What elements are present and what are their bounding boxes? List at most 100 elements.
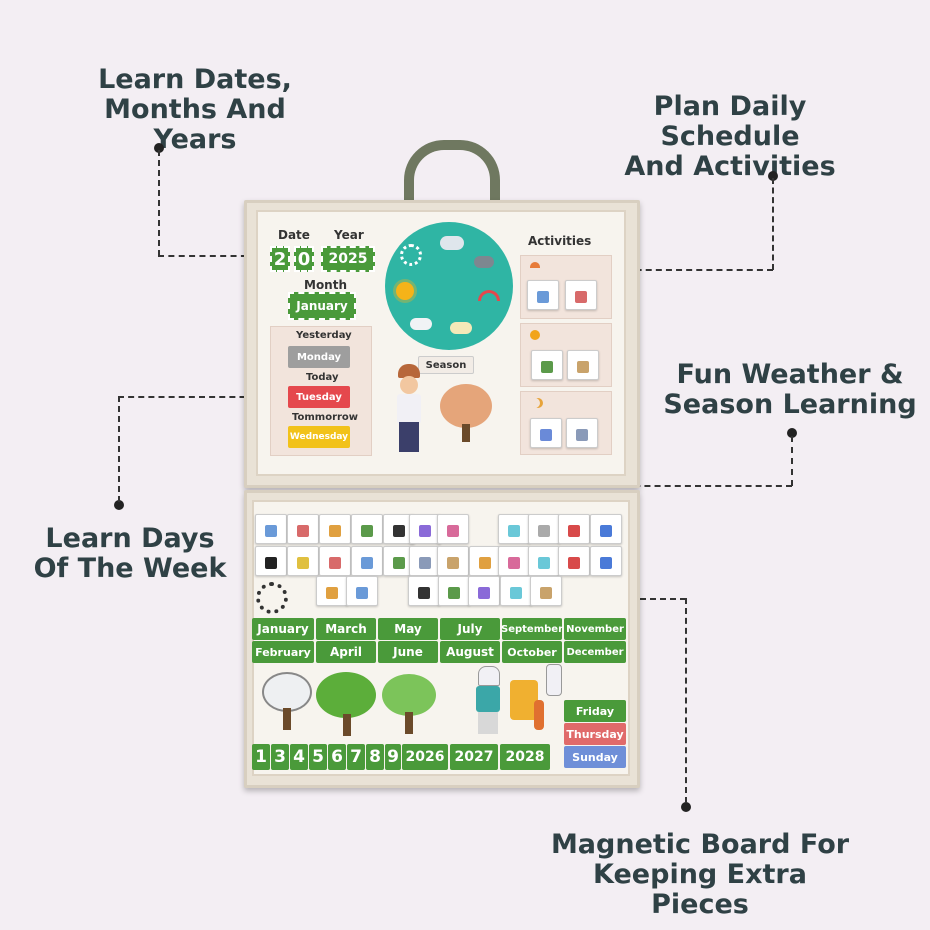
raincoat-piece[interactable] [510, 680, 538, 720]
callout-dates-line [158, 150, 160, 256]
extra-card[interactable] [346, 576, 378, 606]
extra-card[interactable] [438, 576, 470, 606]
callout-weather-line [791, 436, 793, 486]
digit-tile[interactable]: 5 [309, 744, 327, 770]
tomorrow-label: Tommorrow [292, 412, 359, 423]
month-tile[interactable]: January [288, 292, 356, 320]
digit-tile[interactable]: 9 [385, 744, 401, 770]
extra-card[interactable] [319, 514, 351, 544]
callout-dates: Learn Dates, Months And Years [98, 64, 292, 155]
callout-schedule-line [772, 178, 774, 270]
activity-card-morning-1[interactable] [527, 280, 559, 310]
moon-icon [530, 398, 540, 408]
month-tile-bottom[interactable]: February [252, 641, 314, 663]
extra-card[interactable] [498, 546, 530, 576]
month-tile-bottom[interactable]: October [502, 641, 562, 663]
extra-card[interactable] [468, 576, 500, 606]
extra-card[interactable] [351, 546, 383, 576]
month-tile-bottom[interactable]: May [378, 618, 438, 640]
digit-tile[interactable]: 6 [328, 744, 346, 770]
yesterday-label: Yesterday [296, 330, 352, 341]
extra-card[interactable] [528, 514, 560, 544]
activity-card-night-2[interactable] [566, 418, 598, 448]
callout-days: Learn Days Of The Week [33, 523, 227, 584]
activity-card-afternoon-1[interactable] [531, 350, 563, 380]
extra-card[interactable] [255, 514, 287, 544]
extra-card[interactable] [383, 546, 415, 576]
month-tile-bottom[interactable]: July [440, 618, 500, 640]
extra-card[interactable] [500, 576, 532, 606]
callout-days-dot [114, 500, 124, 510]
month-tile-bottom[interactable]: April [316, 641, 376, 663]
activities-label: Activities [528, 234, 592, 248]
month-label: Month [304, 278, 348, 292]
wind-icon [400, 244, 422, 266]
umbrella-piece[interactable] [534, 700, 544, 730]
rain-cloud-icon [410, 318, 432, 330]
extra-card[interactable] [287, 546, 319, 576]
extra-card[interactable] [316, 576, 348, 606]
month-tile-bottom[interactable]: December [564, 641, 626, 663]
year-tile[interactable]: 2025 [321, 246, 375, 272]
digit-tile[interactable]: 7 [347, 744, 365, 770]
digit-tile[interactable]: 1 [252, 744, 270, 770]
summer-tree-trunk [343, 714, 351, 736]
spring-tree-image [382, 674, 436, 716]
extra-card[interactable] [530, 576, 562, 606]
callout-weather-line-h [513, 485, 792, 487]
date-digit-2[interactable]: 0 [294, 246, 314, 272]
extra-card[interactable] [558, 546, 590, 576]
year-label: Year [334, 228, 364, 242]
day-tile-sunday[interactable]: Sunday [564, 746, 626, 768]
extra-card[interactable] [437, 546, 469, 576]
tomorrow-tile[interactable]: Wednesday [288, 426, 350, 448]
digit-tile[interactable]: 8 [366, 744, 384, 770]
extra-card[interactable] [469, 546, 501, 576]
month-tile-bottom[interactable]: June [378, 641, 438, 663]
month-tile-bottom[interactable]: August [440, 641, 500, 663]
year-tile-bottom[interactable]: 2028 [500, 744, 550, 770]
child-figure [395, 364, 423, 454]
month-tile-bottom[interactable]: January [252, 618, 314, 640]
extra-card[interactable] [409, 514, 441, 544]
year-tile-bottom[interactable]: 2027 [450, 744, 498, 770]
year-tile-bottom[interactable]: 2026 [402, 744, 448, 770]
extra-card[interactable] [437, 514, 469, 544]
extra-card[interactable] [590, 546, 622, 576]
winter-tree-image [262, 672, 312, 712]
extra-card[interactable] [351, 514, 383, 544]
autumn-tree-image [440, 384, 492, 428]
storm-cloud-icon [474, 256, 494, 268]
today-tile[interactable]: Tuesday [288, 386, 350, 408]
extra-card[interactable] [287, 514, 319, 544]
season-tile[interactable]: Season [418, 356, 474, 374]
callout-dates-line-h [158, 255, 278, 257]
extra-card[interactable] [408, 576, 440, 606]
outfit-piece[interactable] [474, 666, 502, 736]
month-tile-bottom[interactable]: November [564, 618, 626, 640]
extra-card[interactable] [255, 546, 287, 576]
activity-card-morning-2[interactable] [565, 280, 597, 310]
wind-wheel-piece[interactable] [256, 582, 288, 614]
board-strap [404, 140, 500, 210]
extra-card[interactable] [558, 514, 590, 544]
extra-card[interactable] [498, 514, 530, 544]
day-tile-thursday[interactable]: Thursday [564, 723, 626, 745]
partly-cloudy-icon [450, 322, 472, 334]
digit-tile[interactable]: 3 [271, 744, 289, 770]
scarf-piece[interactable] [546, 664, 562, 696]
yesterday-tile[interactable]: Monday [288, 346, 350, 368]
today-label: Today [306, 372, 339, 383]
activity-card-night-1[interactable] [530, 418, 562, 448]
day-tile-friday[interactable]: Friday [564, 700, 626, 722]
extra-card[interactable] [590, 514, 622, 544]
callout-schedule-line-h [575, 269, 773, 271]
month-tile-bottom[interactable]: September [501, 618, 563, 640]
date-digit-1[interactable]: 2 [270, 246, 290, 272]
extra-card[interactable] [319, 546, 351, 576]
activity-card-afternoon-2[interactable] [567, 350, 599, 380]
callout-magnetic-line [685, 598, 687, 803]
month-tile-bottom[interactable]: March [316, 618, 376, 640]
extra-card[interactable] [528, 546, 560, 576]
digit-tile[interactable]: 4 [290, 744, 308, 770]
